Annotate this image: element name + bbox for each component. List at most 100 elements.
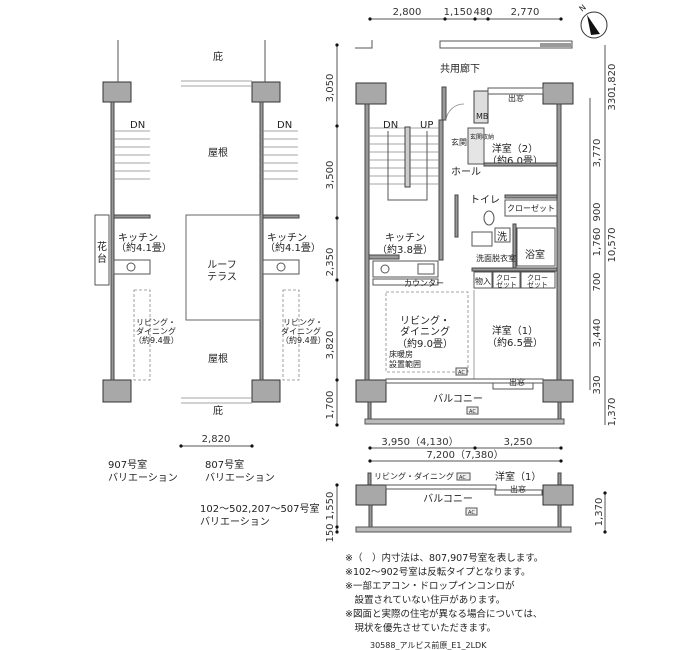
closet-label: クロー <box>496 274 517 282</box>
room-western1-label: 洋室（1） <box>495 470 541 483</box>
corridor-railing <box>355 40 573 49</box>
storage-label: 物入 <box>475 276 491 286</box>
dim-label: 10,570 <box>607 228 618 263</box>
kitchen-size: （約4.1畳） <box>265 241 321 254</box>
kitchen-counter <box>372 260 439 278</box>
ac-outdoor-label: AC <box>468 510 475 516</box>
roof-label: 屋根 <box>208 146 228 159</box>
living-size: （約9.4畳） <box>134 335 179 345</box>
dim-label: 1,700 <box>325 391 336 420</box>
kitchen-label: キッチン <box>118 232 158 244</box>
dim-label: 1,550 <box>325 492 336 521</box>
stair-down-label: DN <box>130 120 145 131</box>
closet-label: クローゼット <box>507 203 555 213</box>
roof-terrace <box>185 214 261 321</box>
room-western2-label: 洋室（2） <box>492 142 538 155</box>
bathroom-label: 浴室 <box>525 248 545 261</box>
dim-label: 2,770 <box>511 7 540 18</box>
dim-label: 330 <box>607 91 618 110</box>
dim-label: 150 <box>325 523 336 542</box>
ac-outdoor-label: AC <box>469 409 476 415</box>
mb-label: MB <box>476 112 488 121</box>
notes: ※（ ）内寸法は、807,907号室を表します。 ※102～902号室は反転タイ… <box>345 552 543 634</box>
bay-window-label: 出窓 <box>508 93 524 103</box>
top-dimension-line: 2,800 1,150 480 2,770 <box>368 7 563 21</box>
shoe-storage-label: 玄関収納 <box>470 133 494 141</box>
balcony-label: バルコニー <box>423 493 473 505</box>
note-line: ※（ ）内寸法は、807,907号室を表します。 <box>345 552 543 564</box>
entrance-label: 玄関 <box>451 137 467 147</box>
north-compass-icon: N <box>578 3 608 39</box>
variant-102-label: バリエーション <box>200 516 270 528</box>
closet-label: ゼット <box>496 280 517 289</box>
staircase: DN UP <box>369 120 439 201</box>
flower-stand <box>94 214 110 286</box>
flower-stand-label: 台 <box>97 252 107 265</box>
variant-807-label: バリエーション <box>205 472 275 484</box>
kitchen-label: キッチン <box>385 232 425 244</box>
variant-907-label: 907号室 <box>108 458 147 471</box>
counter-label: カウンター <box>404 279 444 288</box>
hall-label: ホール <box>451 166 481 178</box>
dim-label: 900 <box>592 202 603 221</box>
flower-stand-label: 花 <box>97 240 107 253</box>
dim-label: 1,150 <box>444 7 473 18</box>
left-dimension-line: 3,050 3,500 2,350 3,820 1,700 <box>325 43 339 427</box>
dim-label: 3,950（4,130） <box>381 436 458 448</box>
note-line: 設置されていない住戸があります。 <box>345 594 505 606</box>
floor-heating-label: 設置範囲 <box>389 359 421 369</box>
dim-label: 1,370 <box>594 498 605 527</box>
variant-807-label: 807号室 <box>205 458 244 471</box>
dim-label: 2,800 <box>393 7 422 18</box>
right-dimension-lines: 1,820 330 3,770 900 1,760 700 3,440 330 … <box>589 45 618 426</box>
dim-label: 3,250 <box>504 437 533 448</box>
living-label: ダイニング <box>400 325 450 338</box>
roof-terrace-label: ルーフ <box>207 260 236 271</box>
dim-label: 7,200（7,380） <box>426 449 503 461</box>
corridor-label: 共用廊下 <box>440 62 480 75</box>
dim-label: 3,050 <box>325 74 336 103</box>
floor-heating-area <box>385 291 469 373</box>
variant-907-label: バリエーション <box>108 472 178 484</box>
stair-down-label: DN <box>383 120 398 131</box>
living-size: （約9.4畳） <box>281 335 326 345</box>
variant-plans: DN DN 花 台 庇 屋根 ルーフ テラス 屋根 庇 キッチン （約4.1畳）… <box>94 40 326 528</box>
dim-label: 3,440 <box>592 319 603 348</box>
balcony-rail <box>364 418 565 425</box>
note-line: ※一部エアコン・ドロップインコンロが <box>345 580 515 592</box>
note-line: ※図面と実際の住宅が異なる場合については、 <box>345 608 543 620</box>
dim-label: 700 <box>592 272 603 291</box>
stair-down-label: DN <box>277 120 292 131</box>
living-label: リビング・ <box>136 317 176 327</box>
main-unit-plan: DN UP MB 出窓 玄関 玄関収納 洋室（2） （約6.0畳） ホール トイ… <box>355 82 574 425</box>
note-line: 現状を優先させていただきます。 <box>345 622 496 634</box>
washer-label: 洗 <box>497 231 507 243</box>
variant-102-label: 102～502,207～507号室 <box>200 502 320 515</box>
dim-label: 3,500 <box>325 161 336 190</box>
eave-label: 庇 <box>213 50 223 63</box>
dim-label: 480 <box>473 7 492 18</box>
stair-up-label: UP <box>420 120 433 131</box>
dim-label: 2,820 <box>202 434 231 445</box>
washroom-label: 洗面脱衣室 <box>476 253 516 263</box>
living-label: ダイニング <box>281 326 321 336</box>
ac-label: AC <box>458 370 465 376</box>
closet-label: ゼット <box>527 280 548 289</box>
dim-label: 3,820 <box>325 331 336 360</box>
living-label: リビング・ <box>400 314 450 327</box>
dim-label: 1,760 <box>592 228 603 257</box>
closet-label: クロー <box>527 274 548 282</box>
note-line: ※102～902号室は反転タイプとなります。 <box>345 566 531 578</box>
toilet-label: トイレ <box>470 195 500 206</box>
eave-label: 庇 <box>213 404 223 417</box>
dim-label: 330 <box>592 375 603 394</box>
kitchen-size: （約4.1畳） <box>116 241 172 254</box>
dim-label: 3,770 <box>592 139 603 168</box>
room-western1-label: 洋室（1） <box>492 324 538 337</box>
balcony-label: バルコニー <box>433 393 483 405</box>
living-label: リビング・ダイニング <box>374 471 454 481</box>
ac-label: AC <box>459 475 466 481</box>
footer-id: 30588_アルビス前原_E1_2LDK <box>370 640 487 650</box>
